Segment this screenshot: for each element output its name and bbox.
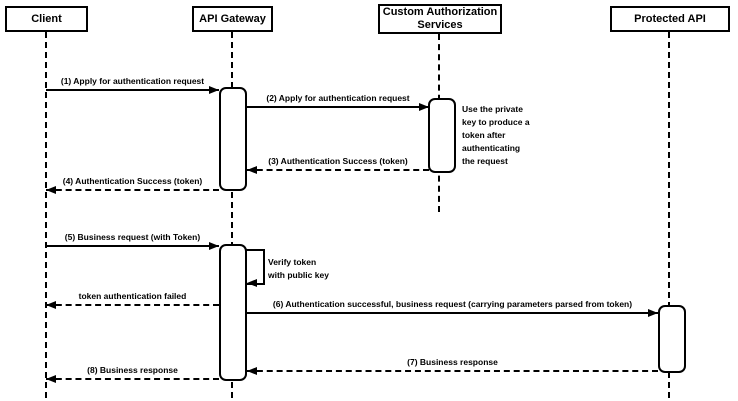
arrowhead [46,375,56,383]
message-2-line [247,106,429,108]
self-message-verify-token-label: Verify token with public key [268,257,329,280]
note-private-key: Use the private key to produce a token a… [462,104,530,166]
message-7-label: (7) Business response [407,357,498,367]
arrowhead [247,367,257,375]
arrowhead [247,279,257,287]
message-1-line [46,89,219,91]
participant-custom-authorization-services: Custom Authorization Services [378,4,502,34]
arrowhead [419,103,429,111]
arrowhead [648,309,658,317]
lifeline-api-gateway [231,32,233,398]
activation-protected-api [658,305,686,373]
message-3-line [247,169,429,171]
lifeline-protected-api [668,32,670,398]
arrowhead [46,186,56,194]
arrowhead [209,242,219,250]
participant-protected-api: Protected API [610,6,730,32]
message-1-label: (1) Apply for authentication request [60,76,205,86]
message-8-label: (8) Business response [87,365,178,375]
message-2-label: (2) Apply for authentication request [266,93,410,103]
message-6-label: (6) Authentication successful, business … [272,299,633,309]
activation-custom-authorization-services [428,98,456,173]
message-3-label: (3) Authentication Success (token) [268,156,408,166]
message-6-line [247,312,658,314]
message-5-line [46,245,219,247]
arrowhead [46,301,56,309]
message-5-label: (5) Business request (with Token) [64,232,201,242]
arrowhead [247,166,257,174]
message-4-label: (4) Authentication Success (token) [62,176,203,186]
message-4-line [46,189,219,191]
participant-client: Client [5,6,88,32]
participant-api-gateway: API Gateway [192,6,273,32]
message-7-line [247,370,658,372]
message-8-line [46,378,219,380]
lifeline-client [45,32,47,398]
message-token-failed-label: token authentication failed [78,291,187,301]
activation-api-gateway-auth [219,87,247,191]
message-token-failed-line [46,304,219,306]
activation-api-gateway-business [219,244,247,381]
arrowhead [209,86,219,94]
